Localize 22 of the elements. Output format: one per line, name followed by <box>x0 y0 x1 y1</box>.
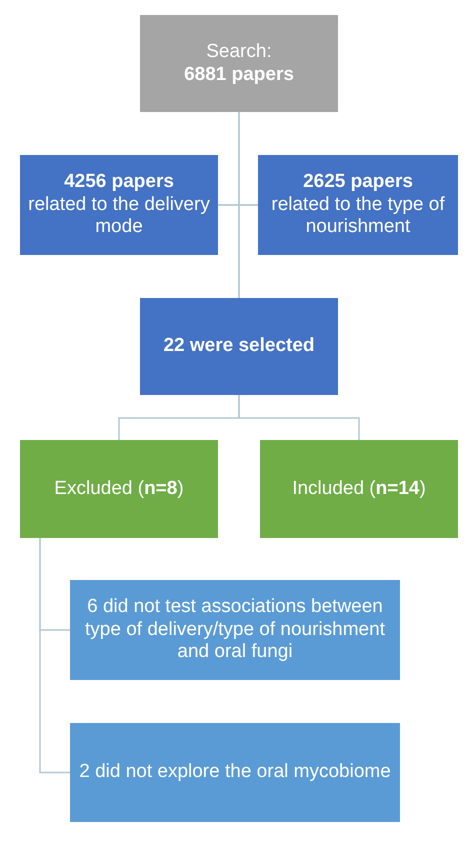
connector-line <box>238 395 360 440</box>
box-text: related to the delivery mode <box>28 194 210 240</box>
process-box <box>20 155 218 255</box>
process-box <box>140 298 338 395</box>
process-box <box>258 155 458 255</box>
reason-box <box>70 723 400 822</box>
box-text: 4256 papers <box>64 170 174 194</box>
connector-line <box>238 204 258 298</box>
box-text: Included (n=14) <box>292 478 426 500</box>
reason-box <box>70 580 400 680</box>
box-text: 22 were selected <box>163 335 315 358</box>
box-text: Search: <box>206 40 272 64</box>
box-text: related to the type of nourishment <box>270 194 446 240</box>
outcome-box <box>260 440 458 538</box>
search-box <box>140 15 338 112</box>
box-text: 6881 papers <box>184 64 294 86</box>
box-text: 6 did not test associations between type of delivery/type of nourishment and oral fungi <box>84 596 386 664</box>
box-text: 2 did not explore the oral mycobiome <box>79 761 391 784</box>
box-text: 2625 papers <box>303 170 413 194</box>
outcome-box <box>20 440 218 538</box>
connector-line <box>39 538 70 774</box>
box-text: Excluded (n=8) <box>54 478 184 500</box>
